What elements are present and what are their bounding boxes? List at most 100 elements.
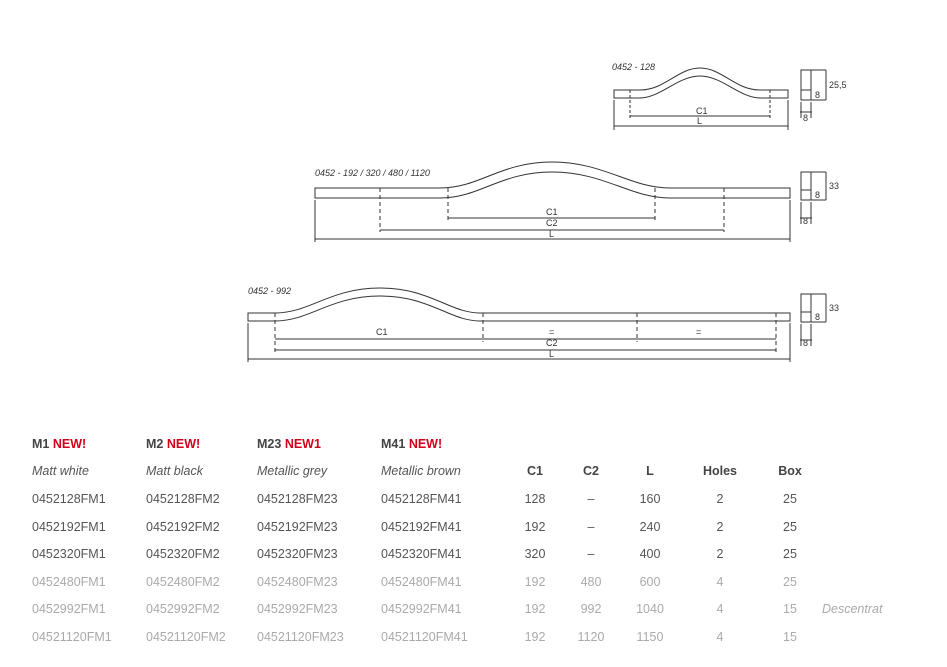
finish-name: Matt white	[32, 464, 89, 478]
dim-l-label: L	[549, 349, 554, 359]
dim-l-label: L	[697, 116, 702, 126]
reference-code: 0452992FM1	[32, 602, 106, 616]
thickness-label: 8	[803, 113, 808, 123]
cell-l: 1150	[636, 629, 664, 644]
cell-box: 25	[783, 519, 797, 534]
cell-c1: 192	[524, 519, 546, 534]
dim-equal-label: =	[549, 327, 554, 337]
cell-holes: 2	[716, 547, 724, 561]
reference-code: 04521120FM41	[381, 629, 468, 644]
cell-c1: 128	[524, 492, 546, 506]
dim-equal-label: =	[696, 327, 701, 337]
reference-code: 0452128FM2	[146, 492, 220, 506]
dim-c1-label: C1	[376, 327, 388, 337]
finish-name: Matt black	[146, 464, 203, 478]
reference-code: 04521120FM1	[32, 629, 112, 644]
cell-c1: 192	[524, 602, 546, 616]
cell-box: 25	[783, 574, 797, 589]
cell-c2: 992	[580, 602, 602, 616]
dim-l-label: L	[549, 229, 554, 239]
thickness-label: 8	[815, 312, 820, 322]
new-badge: NEW!	[52, 437, 87, 451]
finish-name: Metallic brown	[381, 464, 461, 478]
reference-code: 0452320FM23	[257, 547, 338, 561]
thickness-label: 8	[803, 216, 808, 226]
column-header-holes: Holes	[702, 464, 738, 478]
finish-header-m2: M2 NEW!	[146, 437, 200, 451]
thickness-label: 8	[803, 338, 808, 348]
reference-code: 04521120FM23	[257, 629, 344, 644]
height-label: 33	[829, 181, 839, 191]
height-label: 25,5	[829, 80, 847, 90]
dim-c2-label: C2	[546, 218, 558, 228]
cell-c2: 480	[580, 574, 602, 589]
cell-c1: 192	[524, 629, 546, 644]
cell-box: 15	[783, 602, 797, 616]
new-badge: NEW!	[166, 437, 201, 451]
model-code-multi: 0452 - 192 / 320 / 480 / 1120	[315, 168, 430, 178]
thickness-label: 8	[815, 90, 820, 100]
finish-name: Metallic grey	[257, 464, 328, 478]
finish-code: M23	[257, 437, 282, 451]
cell-c2: –	[587, 519, 595, 534]
thickness-label: 8	[815, 190, 820, 200]
finish-header-m1: M1 NEW!	[32, 437, 86, 451]
reference-code: 0452320FM41	[381, 547, 462, 561]
cell-l: 240	[639, 519, 661, 534]
reference-code: 0452480FM2	[146, 574, 220, 589]
technical-drawings: 0452 - 128 C1 L 25,5 8 8 0452 - 192 / 32…	[247, 62, 847, 362]
cell-c2: –	[587, 547, 595, 561]
cell-l: 1040	[636, 602, 664, 616]
cell-l: 160	[639, 492, 661, 506]
reference-code: 0452480FM1	[32, 574, 106, 589]
reference-code: 0452992FM41	[381, 602, 462, 616]
handle-drawing-992	[247, 287, 827, 362]
finish-code: M1	[32, 437, 50, 451]
finish-code: M2	[146, 437, 164, 451]
cell-holes: 2	[716, 519, 724, 534]
new-badge: NEW1	[284, 437, 321, 451]
reference-code: 0452128FM1	[32, 492, 106, 506]
reference-code: 0452480FM23	[257, 574, 338, 589]
new-badge: NEW!	[408, 437, 443, 451]
handle-drawing-128	[613, 67, 827, 130]
cell-box: 25	[783, 492, 797, 506]
cell-c2: 1120	[577, 629, 605, 644]
column-header-c2: C2	[583, 464, 599, 478]
cell-holes: 2	[716, 492, 724, 506]
finish-header-m23: M23 NEW1	[257, 437, 321, 451]
dim-c2-label: C2	[546, 338, 558, 348]
reference-code: 0452192FM2	[146, 519, 220, 534]
column-header-c1: C1	[527, 464, 543, 478]
finish-header-m41: M41 NEW!	[381, 437, 442, 451]
cell-c2: –	[587, 492, 595, 506]
cell-box: 15	[783, 629, 797, 644]
reference-code: 0452128FM23	[257, 492, 338, 506]
cell-holes: 4	[716, 574, 724, 589]
row-note: Descentrat	[822, 602, 883, 616]
reference-code: 0452192FM1	[32, 519, 106, 534]
reference-code: 0452192FM23	[257, 519, 338, 534]
cell-holes: 4	[716, 602, 724, 616]
cell-l: 400	[639, 547, 661, 561]
cell-box: 25	[783, 547, 797, 561]
dim-c1-label: C1	[696, 106, 708, 116]
height-label: 33	[829, 303, 839, 313]
model-code-992: 0452 - 992	[248, 286, 291, 296]
column-header-l: L	[646, 464, 654, 478]
reference-code: 0452192FM41	[381, 519, 462, 534]
reference-code: 04521120FM2	[146, 629, 226, 644]
column-header-box: Box	[778, 464, 802, 478]
finish-code: M41	[381, 437, 406, 451]
dim-c1-label: C1	[546, 207, 558, 217]
reference-code: 0452992FM23	[257, 602, 338, 616]
handle-drawing-multi	[314, 161, 827, 242]
cell-c1: 320	[524, 547, 546, 561]
reference-code: 0452480FM41	[381, 574, 462, 589]
cell-l: 600	[639, 574, 661, 589]
cell-holes: 4	[716, 629, 724, 644]
reference-code: 0452128FM41	[381, 492, 462, 506]
reference-code: 0452320FM1	[32, 547, 106, 561]
reference-code: 0452992FM2	[146, 602, 220, 616]
cell-c1: 192	[524, 574, 546, 589]
